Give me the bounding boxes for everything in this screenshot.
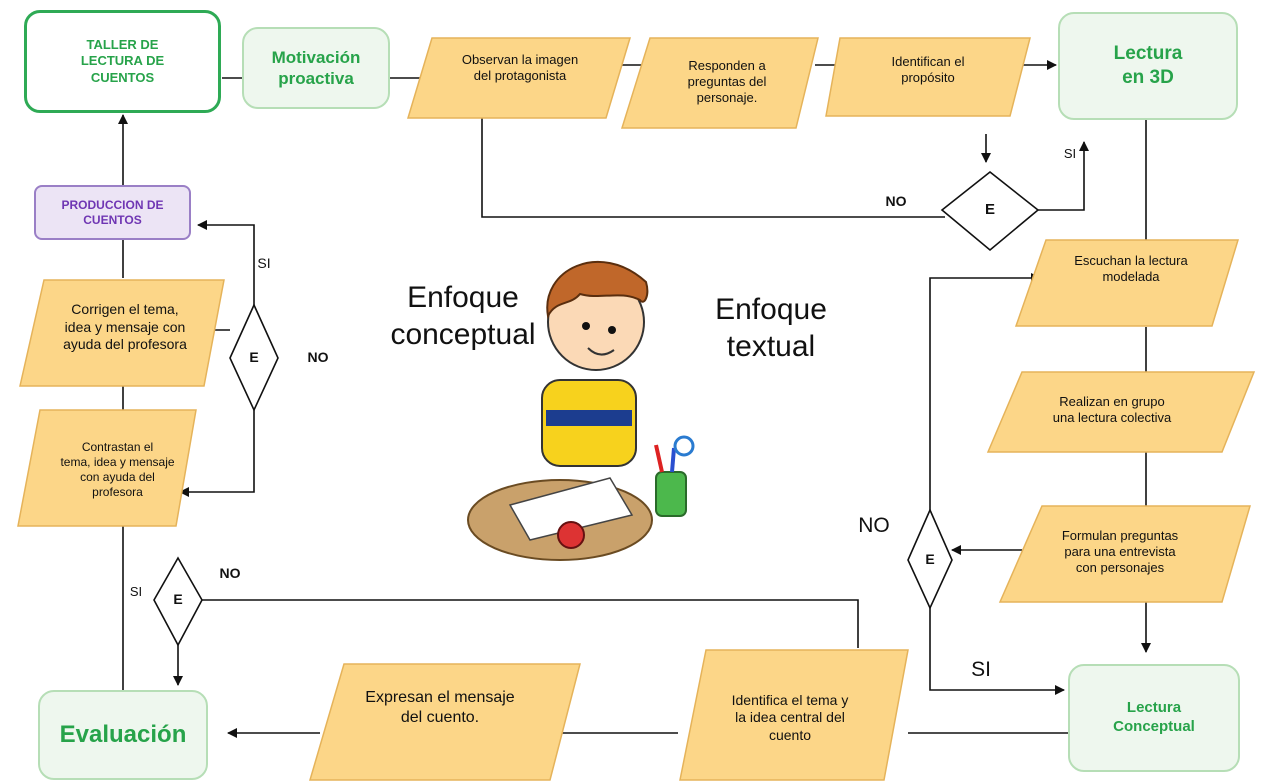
shirt-stripe <box>546 410 632 426</box>
connector <box>929 273 1041 510</box>
decision-letter-top: E <box>984 200 995 218</box>
taller-box <box>24 10 221 113</box>
identifican-shape <box>825 37 1031 117</box>
edge-si-bottom: SI <box>129 583 143 599</box>
lectura3d-box <box>1058 12 1238 120</box>
edge-si-left: SI <box>257 255 271 272</box>
child-hair <box>546 261 649 320</box>
lectura-conceptual-box <box>1068 664 1240 772</box>
lectura3d-label: Lectura en 3D <box>1113 43 1183 88</box>
motivacion-label: Motivación proactiva <box>271 47 361 88</box>
expresan-shape <box>308 663 581 781</box>
step-realizan: Realizan en grupo una lectura colectiva <box>1052 393 1172 425</box>
edge-si-right: SI <box>971 657 991 681</box>
decision-diamond-bottom <box>153 556 203 647</box>
sharpener-icon <box>557 521 585 549</box>
child-writing-illustration <box>467 261 695 561</box>
edge-no-left: NO <box>307 349 329 366</box>
connector <box>197 220 255 305</box>
scissors-icon <box>673 435 695 457</box>
connector <box>198 599 859 648</box>
decision-letter-bottom: E <box>173 591 183 608</box>
edge-no-top: NO <box>885 193 907 210</box>
enfoque-textual-label: Enfoque textual <box>715 292 827 364</box>
decision-diamond-left <box>229 303 279 412</box>
pencil-cup-icon <box>655 471 687 517</box>
pencil-icon <box>654 444 664 473</box>
evaluacion-label: Evaluación <box>59 721 187 748</box>
edge-si-top: SI <box>1063 145 1077 161</box>
edge-no-bottom: NO <box>219 565 241 582</box>
connector <box>929 605 1065 695</box>
step-identifica-tema: Identifica el tema y la idea central del… <box>731 691 849 743</box>
escuchan-shape <box>1014 239 1240 327</box>
step-responden: Responden a preguntas del personaje. <box>687 57 767 106</box>
taller-label: TALLER DE LECTURA DE CUENTOS <box>80 37 165 85</box>
contrastan-shape <box>17 409 197 527</box>
connector <box>1036 141 1089 211</box>
step-observan: Observan la imagen del protagonista <box>461 51 579 83</box>
enfoque-conceptual-label: Enfoque conceptual <box>390 280 536 352</box>
decision-diamond-top <box>940 170 1040 252</box>
realizan-shape <box>986 371 1256 453</box>
connector <box>179 410 255 497</box>
decision-diamond-right <box>907 508 953 610</box>
evaluacion-box <box>38 690 208 780</box>
produccion-label: PRODUCCION DE CUENTOS <box>61 197 164 227</box>
step-formulan: Formulan preguntas para una entrevista c… <box>1061 527 1179 576</box>
process-steps <box>17 37 1256 781</box>
step-corrigen: Corrigen el tema, idea y mensaje con ayu… <box>63 301 187 353</box>
decision-letter-right: E <box>925 551 935 568</box>
smile <box>587 347 615 356</box>
right-eye <box>608 326 616 334</box>
formulan-shape <box>998 505 1251 603</box>
lectura-conceptual-label: Lectura Conceptual <box>1113 699 1195 735</box>
step-identifican: Identifican el propósito <box>891 53 965 85</box>
edge-no-right: NO <box>858 513 890 537</box>
decision-letter-left: E <box>249 349 259 366</box>
step-contrastan: Contrastan el tema, idea y mensaje con a… <box>60 440 175 499</box>
motivacion-box <box>242 27 390 109</box>
paper-icon <box>508 477 634 541</box>
connector <box>481 118 945 218</box>
decisions <box>153 170 1040 647</box>
step-escuchan: Escuchan la lectura modelada <box>1074 252 1188 284</box>
observan-shape <box>406 37 632 119</box>
produccion-box <box>34 185 191 240</box>
responden-shape <box>620 37 819 129</box>
left-eye <box>582 322 590 330</box>
corrigen-shape <box>19 279 225 387</box>
identifica-tema-shape <box>679 649 909 781</box>
step-expresan: Expresan el mensaje del cuento. <box>365 689 515 726</box>
pencil-icon <box>670 447 676 473</box>
connectors <box>118 60 1151 738</box>
